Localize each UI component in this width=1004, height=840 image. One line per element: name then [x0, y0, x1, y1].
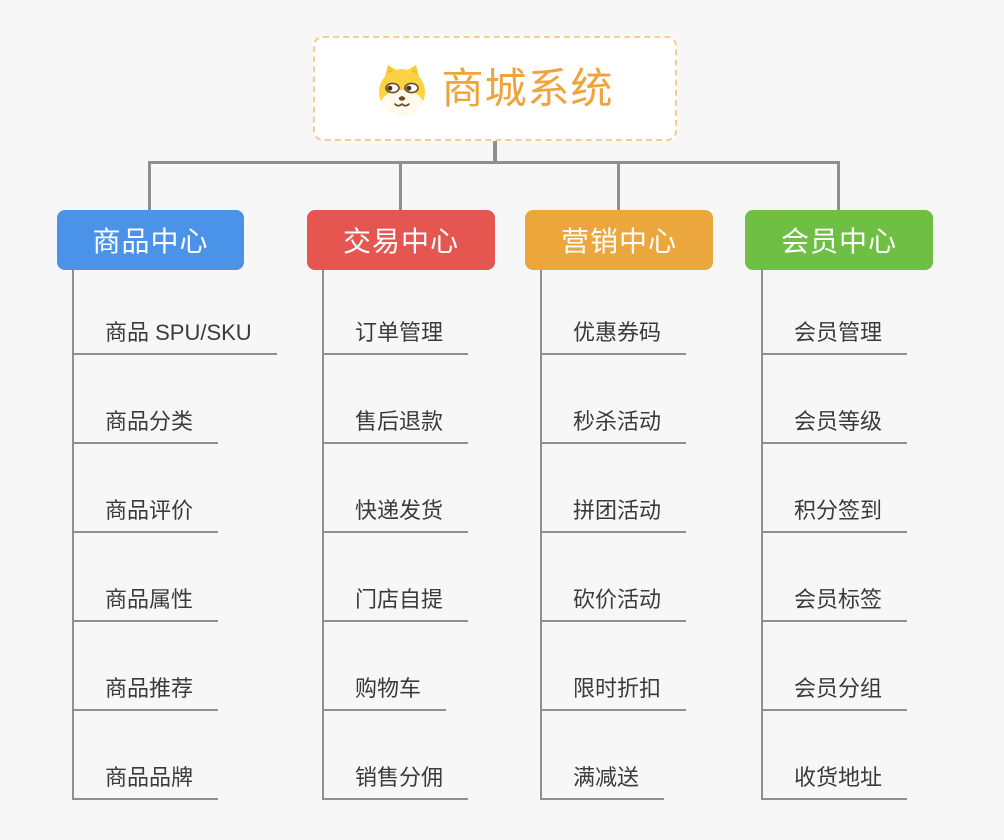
connector-root-drop [493, 141, 497, 163]
subtopic-node[interactable]: 积分签到 [761, 498, 908, 533]
trunk-line [72, 270, 74, 800]
branch-column-trade: 订单管理 售后退款 快递发货 门店自提 购物车 销售分佣 [322, 270, 562, 805]
subtopic-node[interactable]: 会员分组 [761, 676, 908, 711]
trunk-line [761, 270, 763, 800]
subtopic-node[interactable]: 销售分佣 [322, 765, 469, 800]
subtopic-node[interactable]: 满减送 [540, 765, 665, 800]
connector-drop-trade [399, 161, 402, 210]
subtopic-node[interactable]: 砍价活动 [540, 587, 687, 622]
connector-drop-product [148, 161, 151, 210]
subtopic-node[interactable]: 购物车 [322, 676, 447, 711]
subtopic-node[interactable]: 秒杀活动 [540, 409, 687, 444]
subtopic-node[interactable]: 订单管理 [322, 320, 469, 355]
subtopic-node[interactable]: 商品属性 [72, 587, 219, 622]
branch-header-trade[interactable]: 交易中心 [307, 210, 495, 270]
subtopic-node[interactable]: 拼团活动 [540, 498, 687, 533]
subtopic-node[interactable]: 门店自提 [322, 587, 469, 622]
root-title: 商城系统 [441, 64, 614, 112]
subtopic-node[interactable]: 商品推荐 [72, 676, 219, 711]
branch-header-product[interactable]: 商品中心 [57, 210, 244, 270]
trunk-line [540, 270, 542, 800]
branch-column-member: 会员管理 会员等级 积分签到 会员标签 会员分组 收货地址 [761, 270, 1001, 805]
subtopic-node[interactable]: 会员管理 [761, 320, 908, 355]
subtopic-node[interactable]: 会员等级 [761, 409, 908, 444]
branch-column-product: 商品 SPU/SKU 商品分类 商品评价 商品属性 商品推荐 商品品牌 [72, 270, 312, 805]
subtopic-node[interactable]: 商品分类 [72, 409, 219, 444]
subtopic-node[interactable]: 快递发货 [322, 498, 469, 533]
subtopic-node[interactable]: 售后退款 [322, 409, 469, 444]
connector-horizontal [148, 161, 840, 164]
connector-drop-member [837, 161, 840, 210]
connector-drop-marketing [617, 161, 620, 210]
subtopic-node[interactable]: 收货地址 [761, 765, 908, 800]
branch-header-marketing[interactable]: 营销中心 [525, 210, 713, 270]
subtopic-node[interactable]: 商品 SPU/SKU [72, 320, 277, 355]
subtopic-node[interactable]: 优惠券码 [540, 320, 687, 355]
root-node[interactable]: 商城系统 [313, 36, 677, 141]
branch-column-marketing: 优惠券码 秒杀活动 拼团活动 砍价活动 限时折扣 满减送 [540, 270, 780, 805]
branch-header-member[interactable]: 会员中心 [745, 210, 933, 270]
subtopic-node[interactable]: 会员标签 [761, 587, 908, 622]
trunk-line [322, 270, 324, 800]
dog-face-icon [376, 62, 428, 116]
subtopic-node[interactable]: 商品品牌 [72, 765, 219, 800]
subtopic-node[interactable]: 限时折扣 [540, 676, 687, 711]
subtopic-node[interactable]: 商品评价 [72, 498, 219, 533]
